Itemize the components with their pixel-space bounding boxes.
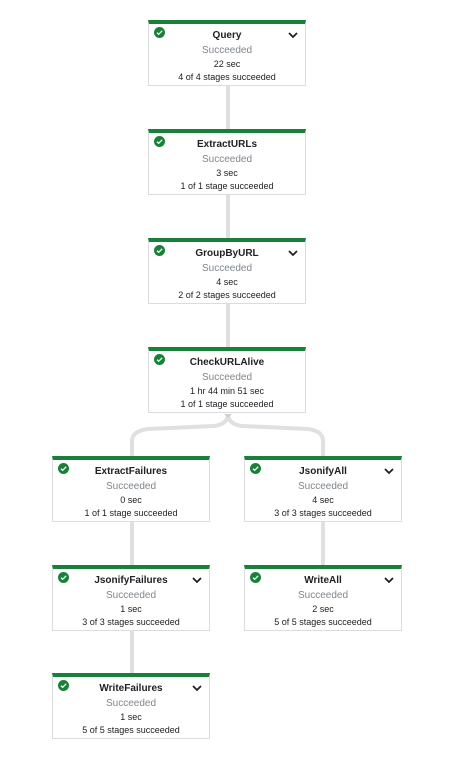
- step-stages-summary: 1 of 1 stage succeeded: [180, 399, 274, 409]
- step-title: WriteAll: [304, 575, 342, 586]
- step-node-writeall[interactable]: WriteAll Succeeded 2 sec 5 of 5 stages s…: [244, 565, 402, 631]
- step-duration: 4 sec: [312, 495, 334, 505]
- step-title: Query: [212, 30, 242, 41]
- check-circle-icon: [58, 680, 69, 691]
- step-status: Succeeded: [105, 590, 157, 601]
- step-status: Succeeded: [105, 698, 157, 709]
- step-status: Succeeded: [297, 590, 349, 601]
- step-status: Succeeded: [201, 45, 253, 56]
- check-circle-icon: [250, 463, 261, 474]
- step-title: WriteFailures: [99, 683, 163, 694]
- check-circle-icon: [154, 245, 165, 256]
- step-status: Succeeded: [201, 263, 253, 274]
- step-title: CheckURLAlive: [189, 357, 265, 368]
- step-duration: 4 sec: [216, 277, 238, 287]
- step-duration: 1 sec: [120, 712, 142, 722]
- step-status: Succeeded: [297, 481, 349, 492]
- step-stages-summary: 5 of 5 stages succeeded: [274, 617, 372, 627]
- step-status: Succeeded: [201, 154, 253, 165]
- step-duration: 2 sec: [312, 604, 334, 614]
- step-status: Succeeded: [105, 481, 157, 492]
- chevron-down-icon[interactable]: [288, 32, 298, 39]
- step-node-checkurlalive[interactable]: CheckURLAlive Succeeded 1 hr 44 min 51 s…: [148, 347, 306, 413]
- check-circle-icon: [58, 572, 69, 583]
- step-stages-summary: 3 of 3 stages succeeded: [82, 617, 180, 627]
- check-circle-icon: [154, 27, 165, 38]
- step-title: JsonifyAll: [299, 466, 347, 477]
- step-stages-summary: 5 of 5 stages succeeded: [82, 725, 180, 735]
- step-duration: 3 sec: [216, 168, 238, 178]
- step-duration: 0 sec: [120, 495, 142, 505]
- step-title: ExtractURLs: [196, 139, 258, 150]
- step-duration: 1 hr 44 min 51 sec: [189, 386, 265, 396]
- check-circle-icon: [154, 354, 165, 365]
- step-title: ExtractFailures: [94, 466, 168, 477]
- step-node-extracturls[interactable]: ExtractURLs Succeeded 3 sec 1 of 1 stage…: [148, 129, 306, 195]
- chevron-down-icon[interactable]: [288, 250, 298, 257]
- step-title: JsonifyFailures: [94, 575, 168, 586]
- step-node-jsonifyall[interactable]: JsonifyAll Succeeded 4 sec 3 of 3 stages…: [244, 456, 402, 522]
- step-stages-summary: 4 of 4 stages succeeded: [178, 72, 276, 82]
- step-stages-summary: 2 of 2 stages succeeded: [178, 290, 276, 300]
- chevron-down-icon[interactable]: [192, 685, 202, 692]
- check-circle-icon: [250, 572, 261, 583]
- check-circle-icon: [58, 463, 69, 474]
- step-node-query[interactable]: Query Succeeded 22 sec 4 of 4 stages suc…: [148, 20, 306, 86]
- step-duration: 1 sec: [120, 604, 142, 614]
- edge-checkurlalive-to-jsonifyall: [226, 413, 325, 457]
- step-stages-summary: 1 of 1 stage succeeded: [180, 181, 274, 191]
- edge-checkurlalive-to-extractfailures: [130, 413, 230, 457]
- step-status: Succeeded: [201, 372, 253, 383]
- check-circle-icon: [154, 136, 165, 147]
- step-stages-summary: 1 of 1 stage succeeded: [84, 508, 178, 518]
- chevron-down-icon[interactable]: [384, 577, 394, 584]
- step-stages-summary: 3 of 3 stages succeeded: [274, 508, 372, 518]
- step-node-writefailures[interactable]: WriteFailures Succeeded 1 sec 5 of 5 sta…: [52, 673, 210, 739]
- chevron-down-icon[interactable]: [384, 468, 394, 475]
- step-node-groupbyurl[interactable]: GroupByURL Succeeded 4 sec 2 of 2 stages…: [148, 238, 306, 304]
- edge-junction-marker: [224, 414, 232, 418]
- step-node-extractfailures[interactable]: ExtractFailures Succeeded 0 sec 1 of 1 s…: [52, 456, 210, 522]
- step-title: GroupByURL: [195, 248, 259, 259]
- chevron-down-icon[interactable]: [192, 577, 202, 584]
- step-node-jsonifyfailures[interactable]: JsonifyFailures Succeeded 1 sec 3 of 3 s…: [52, 565, 210, 631]
- step-duration: 22 sec: [213, 59, 241, 69]
